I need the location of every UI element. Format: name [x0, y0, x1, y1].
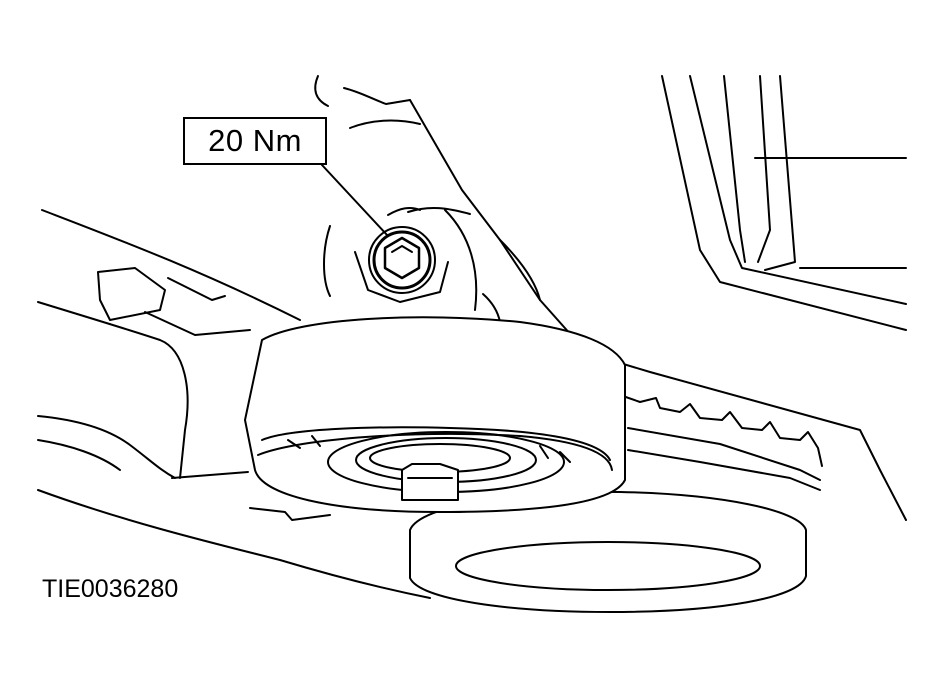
- figure-reference-code: TIE0036280: [42, 575, 179, 603]
- drive-belt: [619, 394, 823, 491]
- bolt-icon: [368, 226, 436, 294]
- tensioner-arm: [37, 209, 431, 599]
- engine-housing: [609, 75, 907, 521]
- tensioner-pulley-icon: [244, 316, 626, 513]
- torque-specification-label: 20 Nm: [183, 117, 327, 165]
- mounting-bracket: [314, 75, 581, 346]
- callout-leader-line: [321, 164, 389, 237]
